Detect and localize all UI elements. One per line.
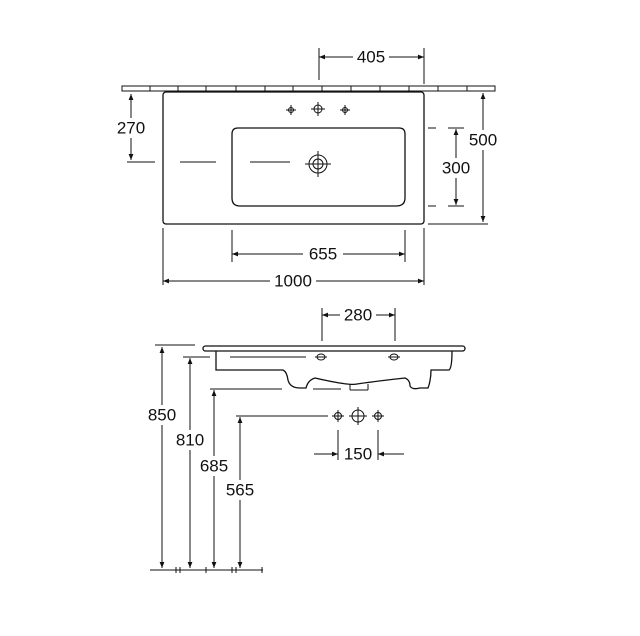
dim-label-685: 685	[200, 457, 228, 476]
dim-405: 405	[318, 47, 425, 84]
dim-655: 655	[231, 230, 406, 264]
dim-label-500: 500	[469, 131, 497, 150]
dim-565: 565	[222, 415, 328, 568]
dim-label-405: 405	[357, 48, 385, 67]
dim-500: 500	[428, 93, 501, 225]
top-view: 405 270 500 300 655 10	[112, 47, 501, 291]
side-view: 280 850 810 685 565	[144, 305, 466, 573]
dim-label-270: 270	[117, 119, 145, 138]
dim-1000: 1000	[162, 228, 425, 291]
dim-label-280: 280	[344, 306, 372, 325]
drain-outlet	[349, 384, 369, 391]
dim-685: 685	[196, 388, 341, 568]
bowl-outline	[231, 127, 406, 207]
dim-label-300: 300	[442, 159, 470, 178]
dim-850: 850	[144, 344, 195, 568]
dim-280: 280	[321, 305, 396, 341]
dim-label-1000: 1000	[274, 272, 312, 291]
dim-150: 150	[314, 430, 404, 464]
drain-marker-icon	[315, 353, 400, 361]
dim-300: 300	[428, 127, 474, 207]
dim-label-150: 150	[344, 445, 372, 464]
basin-slab	[202, 345, 466, 352]
dim-810: 810	[172, 356, 210, 568]
drain-icon	[305, 151, 331, 177]
dim-label-655: 655	[309, 245, 337, 264]
basin-outline	[162, 91, 425, 225]
tap-connection-icon	[332, 407, 384, 425]
dim-label-850: 850	[148, 406, 176, 425]
basin-body	[215, 350, 453, 390]
dim-270: 270	[112, 94, 150, 160]
tap-hole-icon	[286, 102, 350, 116]
dim-label-810: 810	[176, 431, 204, 450]
floor-line	[150, 567, 263, 573]
wall-line	[121, 85, 496, 92]
dim-label-565: 565	[226, 481, 254, 500]
